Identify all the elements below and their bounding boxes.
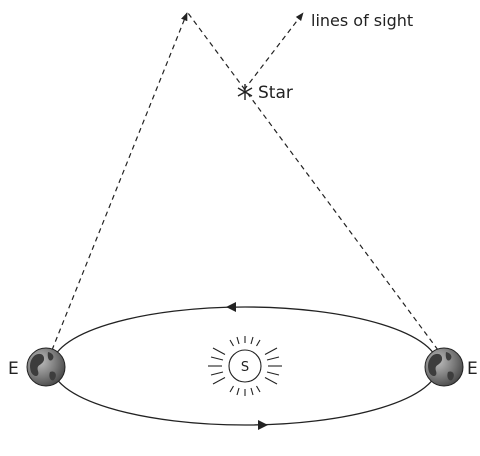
- earth-right-label: E: [467, 359, 478, 379]
- orbit-arrow-bottom: [258, 420, 268, 430]
- earth-left-icon: [27, 348, 65, 386]
- earth-left-label: E: [8, 359, 19, 379]
- star-label: Star: [258, 83, 293, 103]
- sun-label: S: [241, 360, 249, 375]
- asterisk-star-icon: [238, 84, 252, 100]
- earth-right-icon: [425, 348, 463, 386]
- line-of-sight-left: [52, 13, 187, 350]
- lines-of-sight-label: lines of sight: [311, 11, 413, 30]
- line-of-sight-right: [188, 13, 438, 350]
- line-of-sight-right-extension: [244, 13, 303, 90]
- orbit-arrow-top: [226, 302, 236, 312]
